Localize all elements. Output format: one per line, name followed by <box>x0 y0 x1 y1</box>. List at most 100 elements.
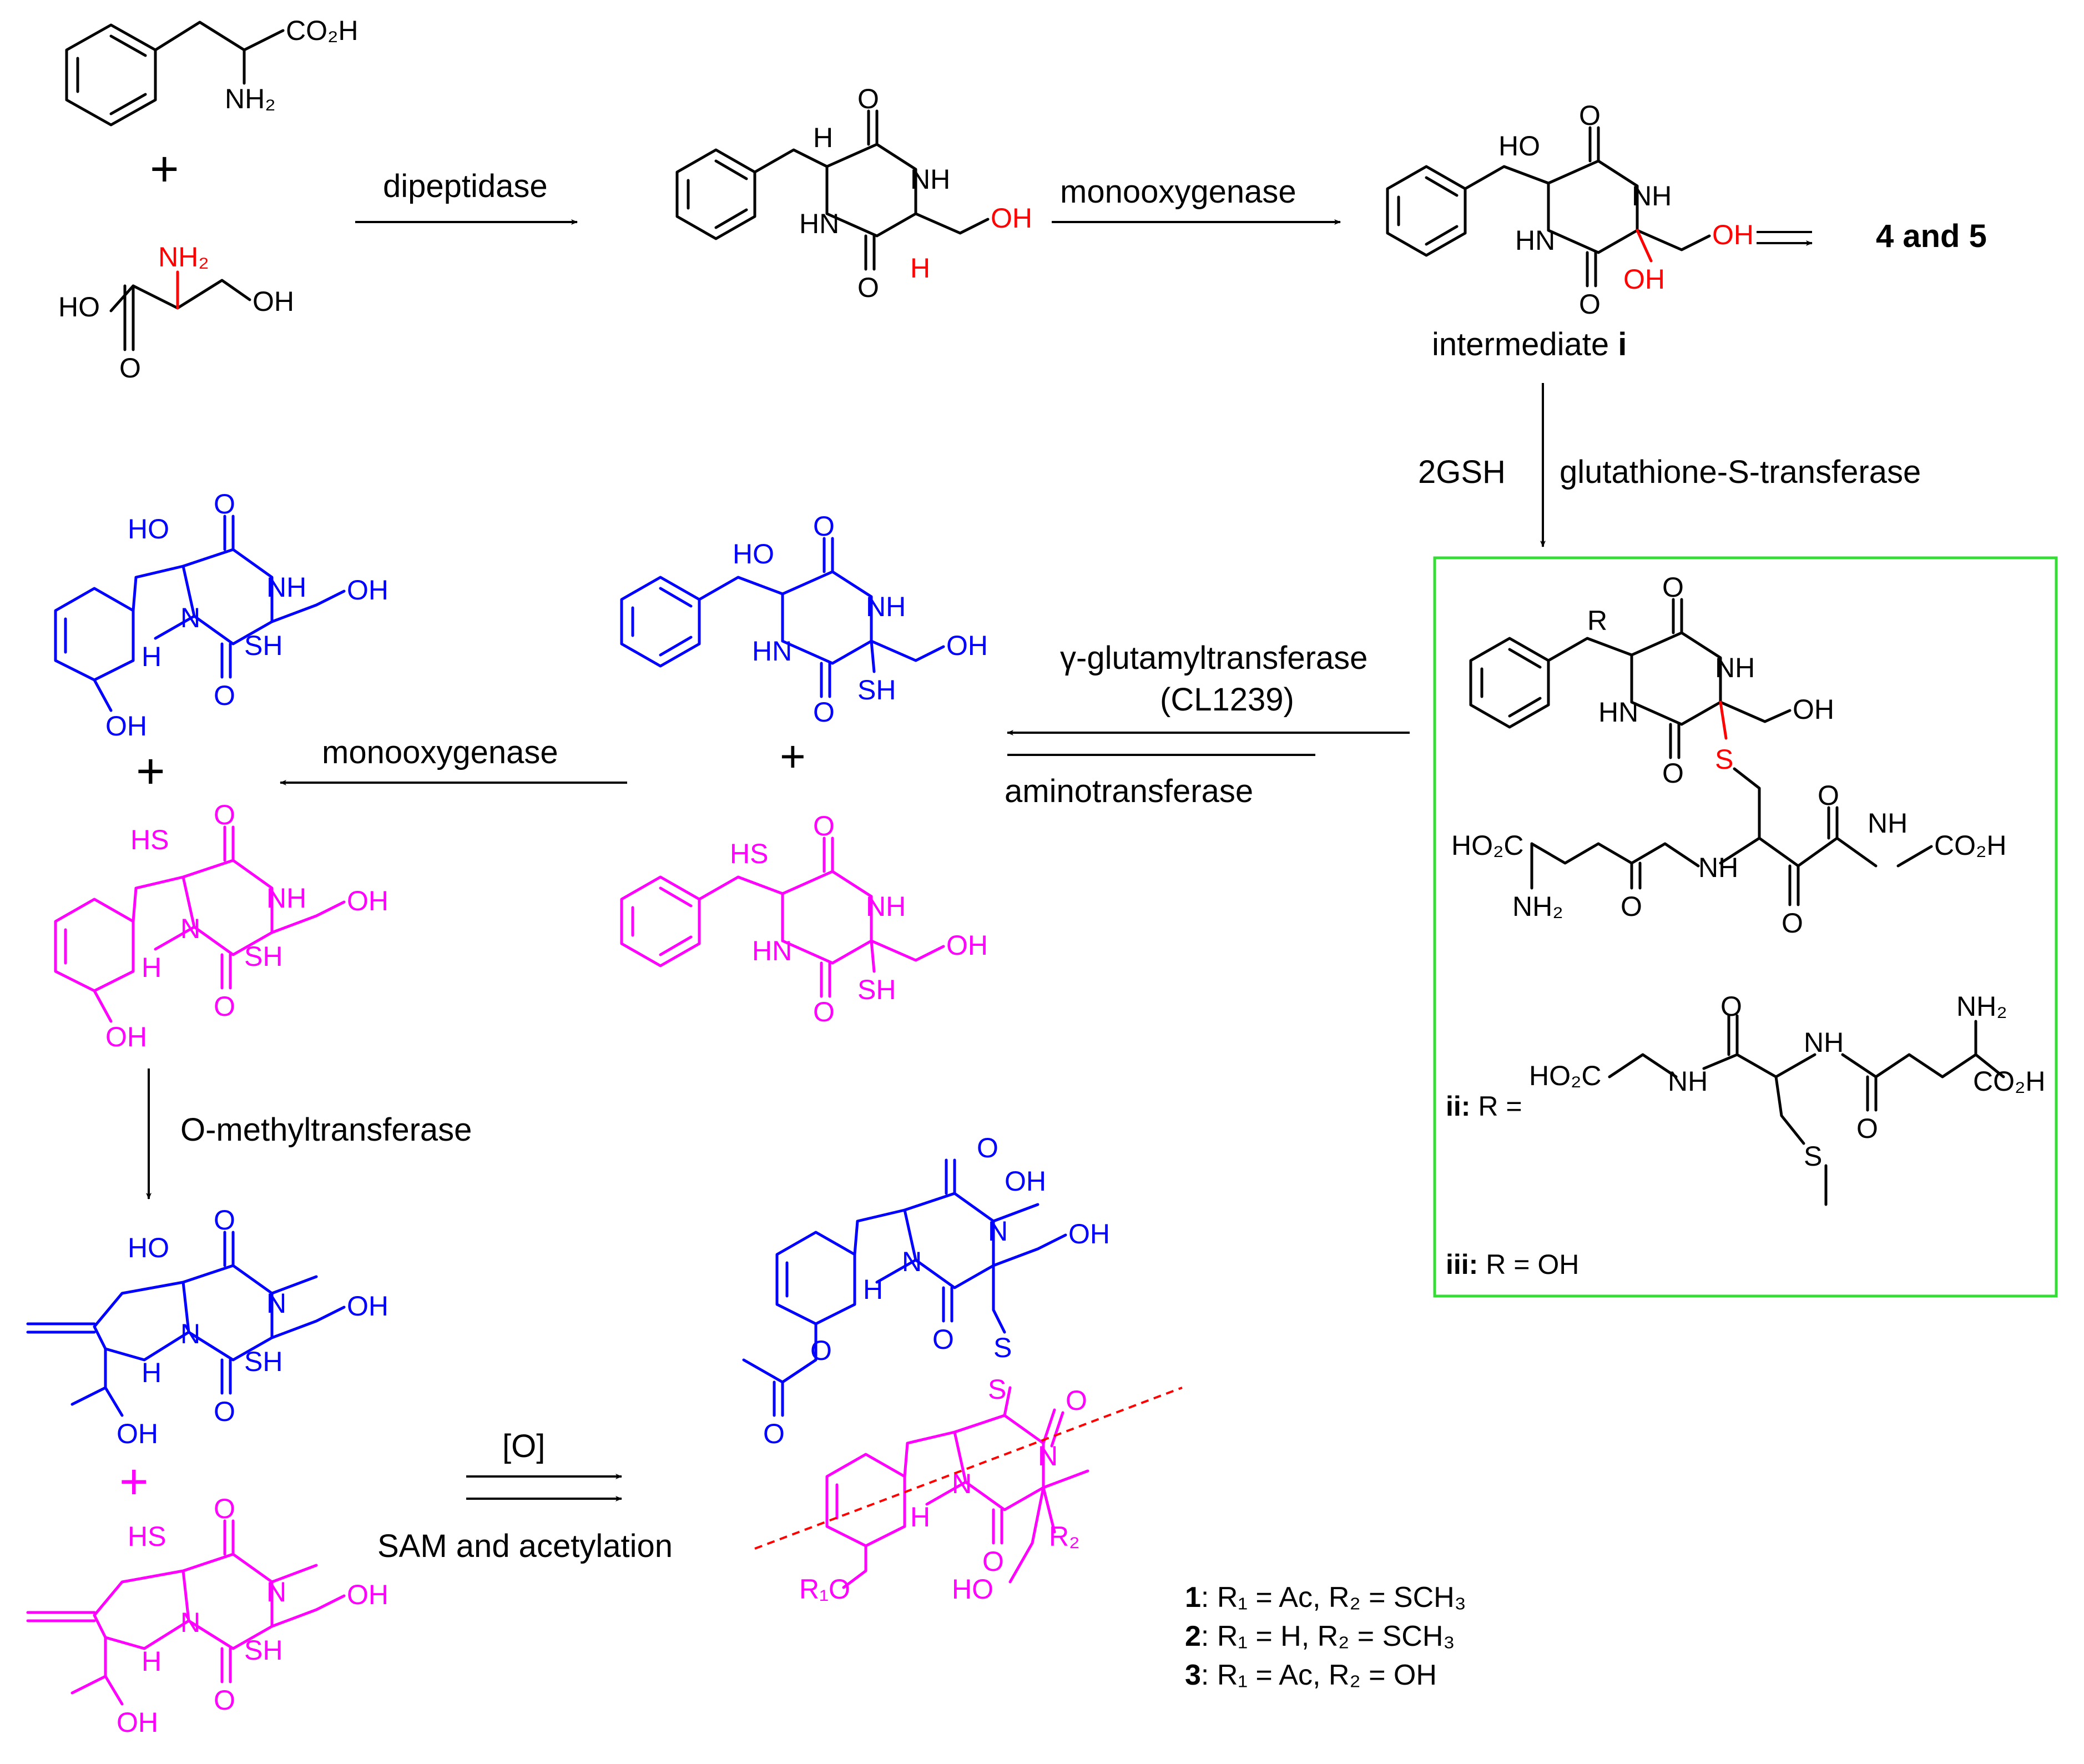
left-blue-o-top: O <box>214 488 235 520</box>
ii-o-2: O <box>1856 1113 1878 1144</box>
cyclo-phe-ser-structure: H O O NH HN OH H <box>675 83 1032 303</box>
label-intermediate-i: intermediate i <box>1432 326 1627 362</box>
dimer-blue-o-ester: O <box>810 1335 832 1366</box>
label-monooxygenase-top: monooxygenase <box>1060 174 1296 210</box>
mid-blue-o-top: O <box>813 511 835 542</box>
dimer-mag-r2: R₂ <box>1049 1521 1080 1552</box>
middle-magenta-dkp-structure: HS O O NH HN OH SH <box>620 810 988 1027</box>
bot-mag-o-top: O <box>214 1493 235 1524</box>
intermediate-i-structure: HO O O NH HN OH OH <box>1386 100 1754 320</box>
dimer-cut-line <box>754 1387 1183 1550</box>
box-oh-label: OH <box>1793 694 1834 725</box>
dimer-blue-o-acetyl: O <box>763 1418 785 1449</box>
plus-sign-bottom: + <box>119 1454 149 1510</box>
bottom-blue-methylated-structure: HO O O N N OH SH H OH <box>26 1204 388 1449</box>
ser-amine-label: NH₂ <box>158 241 209 273</box>
phe-carboxyl-label: CO₂H <box>286 15 359 46</box>
bot-mag-oh-right: OH <box>347 1579 388 1610</box>
dimer-magenta-half-structure: S O O N N H R₂ HO R₁O <box>799 1374 1089 1605</box>
dimer-mag-ho: HO <box>952 1574 993 1605</box>
label-products-4-5: 4 and 5 <box>1876 218 1987 254</box>
ser-carbonyl-o-label: O <box>119 352 141 384</box>
left-mag-sh: SH <box>244 941 282 972</box>
bot-blue-n-methyl: N <box>266 1288 286 1319</box>
left-blue-n: N <box>180 602 200 633</box>
dkp1-oh-label: OH <box>991 203 1032 234</box>
bot-mag-h: H <box>142 1646 162 1677</box>
int-i-o-top: O <box>1579 100 1601 131</box>
left-mag-oh-bottom: OH <box>105 1021 147 1052</box>
label-sam-acetylation: SAM and acetylation <box>377 1528 673 1564</box>
mid-mag-oh: OH <box>946 930 988 961</box>
bot-mag-sh: SH <box>244 1635 282 1666</box>
label-ggt: γ-glutamyltransferase <box>1060 640 1368 676</box>
bot-blue-h: H <box>142 1357 162 1388</box>
dimer-mag-n-methyl: N <box>1038 1440 1058 1471</box>
ser-hydroxyl-label: HO <box>58 291 100 322</box>
bot-blue-sh: SH <box>244 1346 282 1377</box>
left-blue-h: H <box>142 641 162 672</box>
left-blue-sh: SH <box>244 630 282 661</box>
box-nh-gly: NH <box>1868 808 1908 839</box>
label-oxidant: [O] <box>502 1428 545 1464</box>
dimer-blue-o-bottom: O <box>932 1324 954 1355</box>
bot-blue-oh-bottom: OH <box>117 1418 158 1449</box>
dimer-mag-o-bottom: O <box>982 1546 1004 1577</box>
dkp1-red-h-label: H <box>910 253 930 284</box>
box-o-amide-1: O <box>1782 908 1803 939</box>
dimer-mag-o-top: O <box>1066 1385 1087 1416</box>
bot-blue-o-top: O <box>214 1204 235 1236</box>
compound-2-label: 2: R₁ = H, R₂ = SCH₃ <box>1185 1620 1455 1652</box>
ii-nh-2: NH <box>1804 1027 1844 1058</box>
mid-mag-sh: SH <box>857 974 896 1005</box>
ii-nh-1: NH <box>1668 1066 1708 1097</box>
plus-sign-top: + <box>150 142 179 197</box>
left-mag-nh: NH <box>266 883 306 914</box>
box-s-label: S <box>1715 744 1733 775</box>
int-i-oh-right: OH <box>1712 219 1754 250</box>
int-i-o-bottom: O <box>1579 289 1601 320</box>
mid-blue-sh: SH <box>857 674 896 705</box>
dkp1-h-label: H <box>813 122 833 153</box>
bot-mag-hs: HS <box>128 1521 166 1552</box>
label-ii: ii: R = <box>1446 1091 1522 1122</box>
dimer-blue-n-methyl: N <box>988 1216 1008 1247</box>
left-blue-ho: HO <box>128 513 169 545</box>
serine-structure: HO OH O NH₂ <box>58 241 294 384</box>
ii-nh2: NH₂ <box>1956 991 2007 1022</box>
dkp1-hn-label: HN <box>799 208 839 239</box>
box-r-label: R <box>1587 605 1607 636</box>
left-blue-tricyclic-structure: HO O O NH N OH SH H OH <box>54 488 388 742</box>
label-dipeptidase: dipeptidase <box>383 168 548 204</box>
glutathione-conjugate-box <box>1433 556 2058 1298</box>
compound-1-label: 1: R₁ = Ac, R₂ = SCH₃ <box>1185 1581 1466 1614</box>
box-ho2c-glu: HO₂C <box>1451 830 1524 861</box>
bot-mag-o-bottom: O <box>214 1685 235 1716</box>
mid-blue-ho: HO <box>733 538 774 569</box>
middle-blue-dkp-structure: HO O O NH HN OH SH <box>620 511 988 728</box>
mid-mag-o-bottom: O <box>813 996 835 1027</box>
label-gst: glutathione-S-transferase <box>1560 454 1921 490</box>
compound-3-label: 3: R₁ = Ac, R₂ = OH <box>1185 1659 1437 1691</box>
dimer-blue-oh-top: OH <box>1005 1166 1046 1197</box>
mid-mag-o-top: O <box>813 810 835 841</box>
left-mag-hs: HS <box>130 824 169 855</box>
int-i-hn-label: HN <box>1515 225 1555 256</box>
label-monooxygenase-mid: monooxygenase <box>322 734 558 770</box>
dimer-blue-s: S <box>993 1332 1012 1363</box>
ii-ho2c: HO₂C <box>1529 1060 1602 1091</box>
mid-blue-oh: OH <box>946 630 988 661</box>
label-2gsh: 2GSH <box>1418 454 1506 490</box>
box-o-bottom: O <box>1662 758 1684 789</box>
dimer-blue-h: H <box>863 1274 883 1305</box>
bot-mag-n-methyl: N <box>266 1576 286 1607</box>
left-blue-nh: NH <box>266 572 306 603</box>
left-magenta-tricyclic-structure: HS O O NH N OH SH H OH <box>54 799 388 1052</box>
dimer-mag-h: H <box>910 1501 930 1533</box>
dimer-blue-half-structure: OH O O N N OH H O O S <box>742 1132 1110 1449</box>
int-i-oh-bottom: OH <box>1623 264 1665 295</box>
label-aminotransferase: aminotransferase <box>1005 773 1253 809</box>
ii-s: S <box>1804 1141 1822 1172</box>
phe-amine-label: NH₂ <box>225 83 276 114</box>
